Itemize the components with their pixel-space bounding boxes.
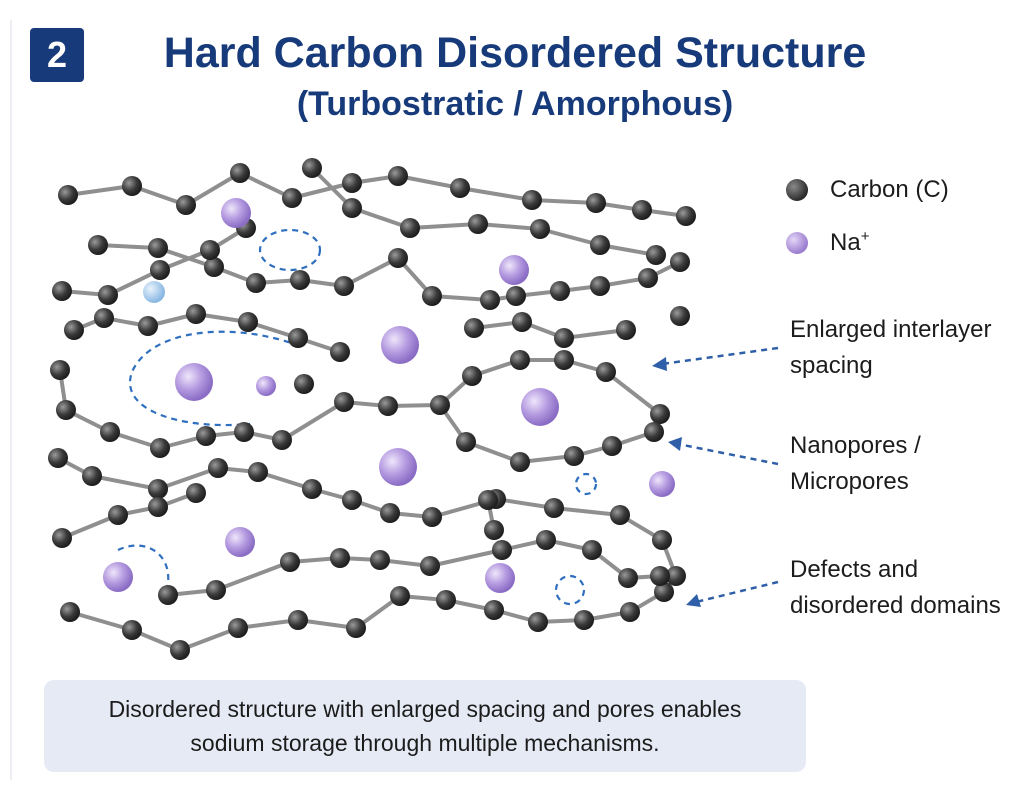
page-subtitle: (Turbostratic / Amorphous) xyxy=(296,85,734,123)
legend-sodium-label: Na+ xyxy=(830,228,870,256)
carbon-atom-icon xyxy=(786,179,808,201)
atom-layer xyxy=(48,158,696,660)
legend-carbon-label: Carbon (C) xyxy=(830,176,949,203)
annotation-nanopores: Nanopores /Micropores xyxy=(790,432,921,495)
legend-sodium: Na+ xyxy=(786,228,869,257)
caption-line-2: sodium storage through multiple mechanis… xyxy=(190,730,660,756)
section-number-badge: 2 xyxy=(30,28,84,82)
page-title: Hard Carbon Disordered Structure xyxy=(163,29,867,77)
left-divider xyxy=(10,20,12,780)
legend-carbon: Carbon (C) xyxy=(786,176,949,204)
caption-box: Disordered structure with enlarged spaci… xyxy=(44,680,806,772)
caption-line-1: Disordered structure with enlarged spaci… xyxy=(108,696,742,722)
hard-carbon-structure-diagram xyxy=(48,158,696,660)
sodium-ion-icon xyxy=(786,231,808,254)
pore-markers xyxy=(117,228,598,606)
